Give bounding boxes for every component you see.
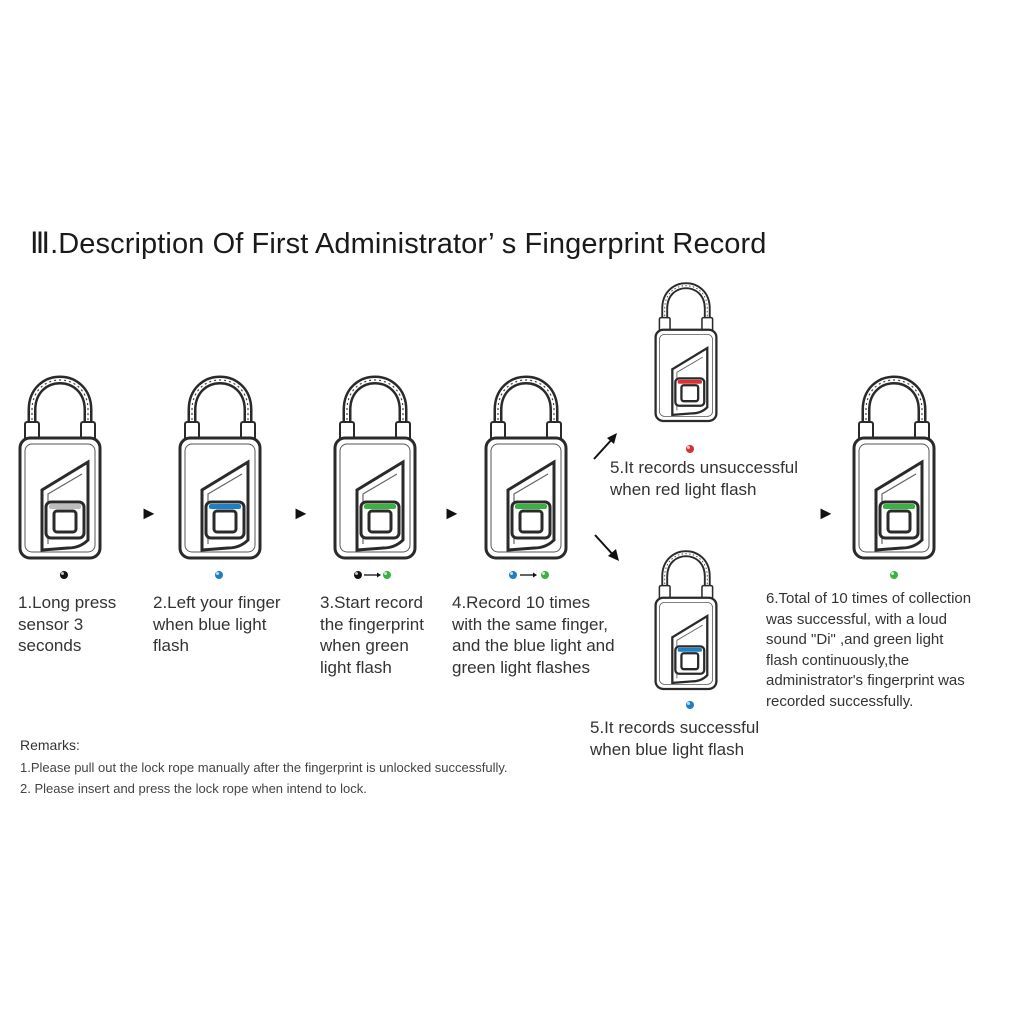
padlock-icon-step-4 (484, 375, 568, 560)
flow-arrow-4: ► (817, 503, 835, 523)
padlock-icon-step-2 (178, 375, 262, 560)
remark-item-2: 2. Please insert and press the lock rope… (20, 781, 367, 796)
step-2-text: 2.Left your finger when blue light flash (153, 593, 281, 655)
page-title: Ⅲ.Description Of First Administrator’ s … (30, 228, 767, 260)
padlock-icon-step-5-successful (654, 550, 718, 691)
indicator-dot-step-3-green (383, 571, 391, 579)
flow-arrow-2: ► (292, 503, 310, 523)
indicator-dot-step-3-black (354, 571, 362, 579)
indicator-dot-step-1 (60, 571, 68, 579)
step-5-successful-text: 5.It records successful when blue light … (590, 718, 760, 759)
indicator-dot-step-4-blue (509, 571, 517, 579)
padlock-icon-step-1 (18, 375, 102, 560)
padlock-icon-step-6 (852, 375, 936, 560)
transition-arrow-icon-step-3 (364, 572, 381, 578)
branch-arrow-down-icon (594, 534, 619, 561)
flow-arrow-1: ► (140, 503, 158, 523)
indicator-dot-step-5-red (686, 445, 694, 453)
padlock-icon-step-3 (333, 375, 417, 560)
indicator-dot-step-4-green (541, 571, 549, 579)
step-6-text: 6.Total of 10 times of collection was su… (766, 590, 972, 710)
padlock-icon-step-5-unsuccessful (654, 282, 718, 423)
step-5-unsuccessful-text: 5.It records unsuccessful when red light… (610, 458, 799, 499)
transition-arrow-icon-step-4 (520, 572, 537, 578)
remark-item-1: 1.Please pull out the lock rope manually… (20, 760, 508, 775)
indicator-dot-step-2 (215, 571, 223, 579)
branch-arrow-up-icon (593, 433, 617, 460)
indicator-dot-step-5-blue (686, 701, 694, 709)
step-1-text: 1.Long press sensor 3 seconds (18, 593, 117, 655)
indicator-dot-step-6 (890, 571, 898, 579)
flow-arrow-3: ► (443, 503, 461, 523)
step-3-text: 3.Start record the fingerprint when gree… (320, 593, 424, 677)
step-4-text: 4.Record 10 times with the same finger, … (452, 593, 615, 677)
remarks-heading: Remarks: (20, 737, 80, 753)
